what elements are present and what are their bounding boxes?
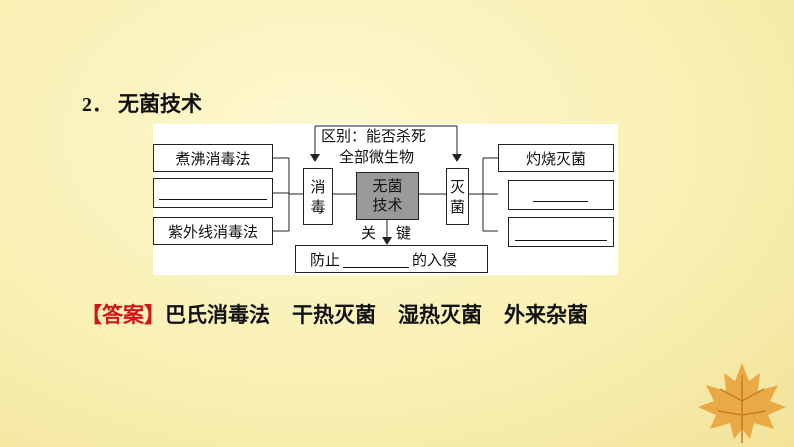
center-line-1: 无菌 (372, 177, 403, 195)
answer-line: 【答案】巴氏消毒法干热灭菌湿热灭菌外来杂菌 (81, 299, 610, 329)
section-title: 无菌技术 (118, 92, 202, 116)
center-line-2: 技术 (372, 196, 403, 214)
disinfection-char-2: 毒 (310, 197, 326, 216)
section-number: 2． (82, 94, 112, 116)
section-heading: 2． 无菌技术 (82, 88, 202, 118)
all-microbes-note: 全部微生物 (339, 148, 415, 166)
boiling-disinfection-box: 煮沸消毒法 (153, 144, 273, 172)
sterilization-char-2: 菌 (449, 197, 465, 216)
answer-item-4: 外来杂菌 (504, 303, 588, 327)
maple-leaf-icon (698, 363, 786, 443)
aseptic-technique-box: 无菌 技术 (356, 172, 419, 220)
sterilization-box: 灭 菌 (446, 168, 469, 225)
left-blank-box (153, 178, 273, 208)
right-blank-line-1 (533, 201, 588, 202)
answer-item-1: 巴氏消毒法 (165, 303, 270, 327)
uv-disinfection-label: 紫外线消毒法 (167, 222, 258, 241)
prevent-blank (343, 251, 410, 268)
aseptic-technique-diagram: 区别：能否杀死 全部微生物 煮沸消毒法 紫外线消毒法 消 毒 无菌 技术 灭 菌… (153, 124, 618, 275)
left-blank-line (159, 199, 267, 200)
uv-disinfection-box: 紫外线消毒法 (153, 217, 273, 245)
boiling-disinfection-label: 煮沸消毒法 (175, 149, 251, 168)
answer-item-2: 干热灭菌 (292, 303, 376, 327)
difference-note: 区别：能否杀死 (321, 127, 427, 145)
disinfection-box: 消 毒 (303, 168, 333, 225)
answer-tag: 【答案】 (81, 303, 165, 327)
key-label-2: 键 (396, 224, 412, 242)
prevent-suffix: 的入侵 (412, 250, 458, 269)
prevent-invasion-box: 防止 的入侵 (295, 245, 488, 273)
burning-sterilization-label: 灼烧灭菌 (525, 149, 586, 168)
right-blank-box-1 (508, 180, 614, 210)
disinfection-char-1: 消 (310, 177, 326, 196)
burning-sterilization-box: 灼烧灭菌 (498, 144, 614, 172)
prevent-prefix: 防止 (310, 250, 341, 269)
key-label-1: 关 (361, 224, 377, 242)
right-blank-line-2 (515, 240, 607, 241)
connector-lines (273, 125, 498, 245)
right-blank-box-2 (508, 217, 614, 247)
answer-item-3: 湿热灭菌 (398, 303, 482, 327)
sterilization-char-1: 灭 (449, 177, 465, 196)
